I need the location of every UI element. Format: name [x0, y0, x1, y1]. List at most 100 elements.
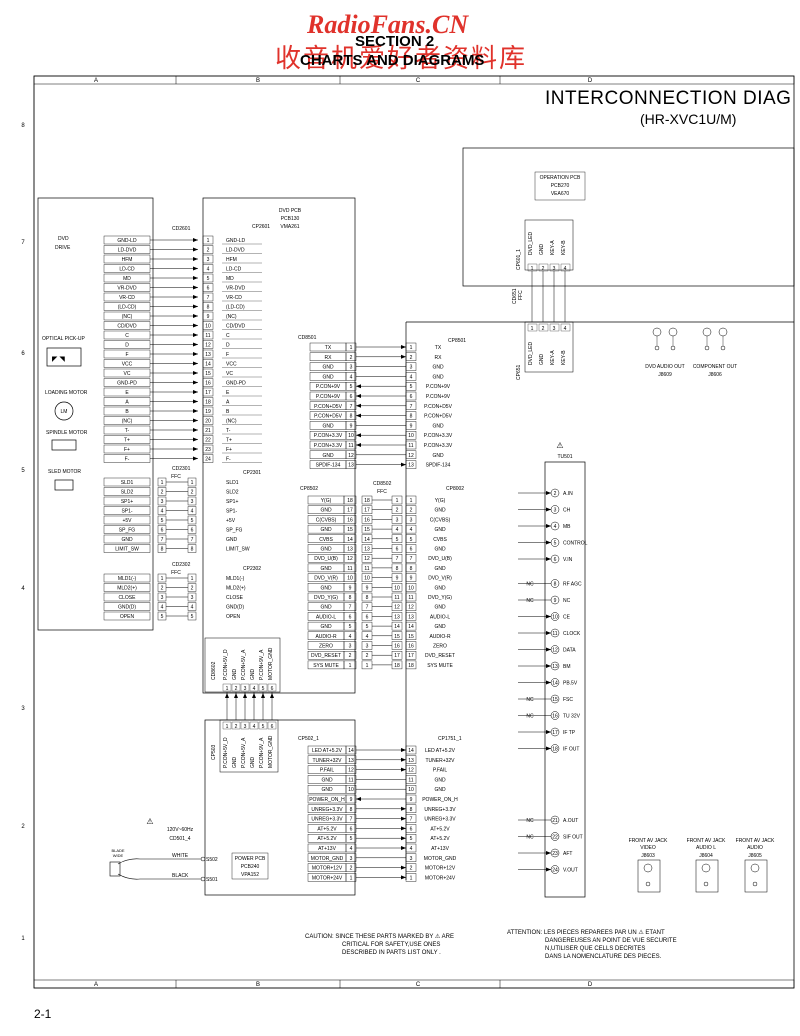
- jack-icon: [750, 863, 760, 873]
- arrow: [401, 816, 406, 821]
- cd2301-pin-label: SLD2: [121, 490, 134, 496]
- cp1751-label: GND: [434, 787, 446, 793]
- arrow: [356, 413, 361, 418]
- cp601-pin: DVD_LED: [528, 232, 534, 255]
- cp651-num-label: 1: [531, 326, 534, 332]
- cd2302-num-label: 4: [161, 605, 164, 611]
- diagram-title: INTERCONNECTION DIAG: [545, 88, 792, 109]
- cp8502-num-label: 6: [349, 614, 352, 620]
- ac-s501: S501: [206, 877, 218, 883]
- cp8502-num: [343, 583, 357, 592]
- cp651-ref: CP651: [516, 364, 522, 380]
- cd8502-num-label: 11: [364, 566, 369, 572]
- cp1751-num-label: 10: [408, 787, 414, 793]
- cp2601-num-label: 8: [207, 305, 210, 311]
- cd2301-cell: [103, 496, 151, 506]
- cp503-num: [240, 721, 250, 730]
- cp8502-num-label: 16: [347, 517, 353, 523]
- cd8501-ref: CD8501: [298, 335, 317, 341]
- cp2601-num: [202, 387, 214, 397]
- cp2601-pin-label: (NC): [226, 314, 237, 320]
- cp8502-num-label: 9: [349, 585, 352, 591]
- cd2601-arrow: [193, 352, 198, 356]
- tu501-pin-num: 22: [552, 835, 558, 841]
- cd2601-pin-label: MD: [123, 276, 131, 282]
- front-jack-box: [637, 859, 661, 893]
- cp8501-num-label: 11: [408, 443, 413, 449]
- cp8501-num-label: 10: [408, 433, 414, 439]
- front-jack-label-front_audio: FRONT AV JACK: [736, 838, 775, 844]
- cd8502-num-label: 13: [364, 547, 370, 553]
- power-pcb-box: [204, 719, 356, 896]
- cd8602-ref: CD8602: [211, 661, 217, 680]
- cp503-num-label: 2: [235, 724, 238, 730]
- cp1751-ref: CP1751_1: [438, 736, 462, 742]
- cp2601-num-label: 3: [207, 257, 210, 263]
- cp502-label: AT+5.2V: [317, 836, 337, 842]
- cp503-num: [222, 721, 232, 730]
- cp601-box: [524, 219, 574, 271]
- cp8502-num-label: 12: [347, 556, 353, 562]
- cp2302-pin-label: CLOSE: [226, 595, 244, 601]
- cd8502-num-label: 9: [396, 576, 399, 582]
- cp2302-num-label: 2: [191, 586, 194, 592]
- cd8501-label: GND: [322, 374, 334, 380]
- caution-fr-line3: N,UTILISER QUE CELLS DECRITES: [545, 946, 645, 952]
- cp2302-num-label: 4: [191, 605, 194, 611]
- tu501-arrow: [546, 524, 551, 528]
- cp2601-ref: CP2601: [252, 224, 270, 230]
- jack-icon: [718, 327, 728, 337]
- cp2302-pin-label: MLD2(+): [226, 586, 246, 592]
- arrow: [243, 693, 247, 698]
- dvd-pcb-name: DVD PCB: [279, 208, 302, 214]
- cp2301-num-label: 8: [191, 547, 194, 553]
- operation-pcb-name: OPERATION PCB: [540, 175, 581, 181]
- cp2601-num-label: 14: [205, 362, 211, 368]
- cp8002-num-label: 18: [408, 663, 414, 669]
- cd2601-arrow: [193, 247, 198, 252]
- grid-row-3: 3: [21, 706, 25, 712]
- cp8502-label: C(CVBS): [316, 517, 337, 523]
- cp2601-pin-label: CD/DVD: [226, 324, 246, 330]
- cp503-ref: CP503: [211, 744, 217, 760]
- cp2601-pin-label: HFM: [226, 257, 237, 263]
- cp601-num-label: 3: [553, 266, 556, 272]
- front-jack-label-front_audio_l: FRONT AV JACK: [687, 838, 726, 844]
- cp8502-label: AUDIO-R: [315, 634, 337, 640]
- cp8501-num-label: 8: [410, 414, 413, 420]
- cp8501-label: P.CON+9V: [426, 384, 451, 390]
- cd8502-num-label: 5: [396, 537, 399, 543]
- cd2601-pin-label: LD-CD: [119, 267, 135, 273]
- power-pcb-name: POWER PCB: [235, 856, 266, 862]
- cd2301-num-label: 7: [161, 537, 164, 543]
- tu501-pin-label: TU 32V: [563, 714, 581, 720]
- cd2601-pin-label: F+: [124, 447, 130, 453]
- cp1751-num-label: 11: [408, 777, 413, 783]
- cd2302-cell: [103, 583, 151, 592]
- cp2301-num-label: 4: [191, 509, 194, 515]
- power-pcb-pcb: PCB240: [241, 864, 260, 870]
- cp8502-label: DVD_RESET: [311, 653, 341, 659]
- cp8501-num-label: 1: [410, 345, 413, 351]
- cp8502-num: [343, 515, 357, 524]
- grid-row-6: 6: [21, 351, 25, 357]
- cp651-pin: DVD_LED: [528, 342, 534, 365]
- tu501-pin-label: BM: [563, 664, 571, 670]
- cd8502-num-label: 2: [396, 508, 399, 514]
- cp2302-pin-label: GND(D): [226, 605, 244, 611]
- cd8501-num-label: 12: [348, 453, 354, 459]
- cd2601-pin-label: E: [125, 390, 129, 396]
- jack-icon: [645, 881, 651, 887]
- cp502-num-label: 11: [348, 777, 353, 783]
- cd2301-cell: [103, 506, 151, 515]
- cp8502-num: [343, 651, 357, 660]
- cd2601-arrow: [193, 323, 198, 328]
- grid-col-D: D: [588, 78, 593, 84]
- cp601-num: [560, 263, 571, 272]
- front-jack-label-front_video: FRONT AV JACK: [629, 838, 668, 844]
- cd2601-arrow: [193, 428, 198, 432]
- tu501-nc: NC: [526, 835, 534, 841]
- front-jack-box: [695, 859, 719, 893]
- grid-col-A: A: [94, 78, 98, 84]
